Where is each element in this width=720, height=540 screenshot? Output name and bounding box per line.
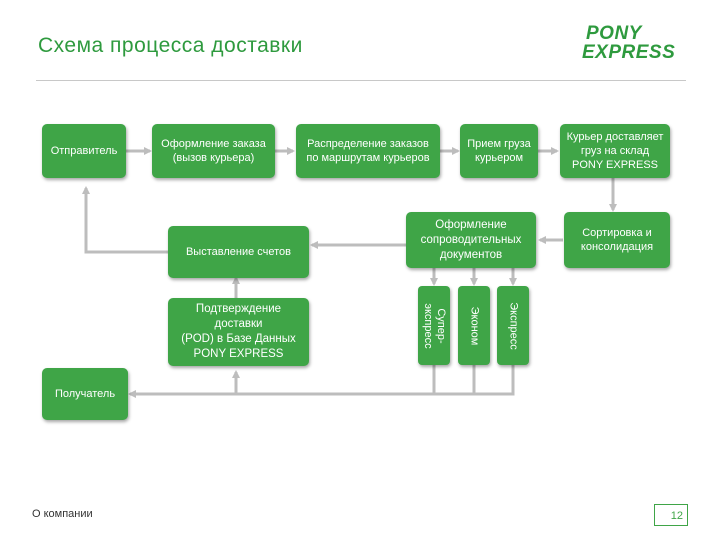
- step-documents: Оформление сопроводительных документов: [406, 212, 536, 268]
- arrow-express-to-recipient: [128, 365, 515, 398]
- step-to-warehouse: Курьер доставляет груз на склад PONY EXP…: [560, 124, 670, 178]
- step-distribution: Распределение заказов по маршрутам курье…: [296, 124, 440, 178]
- title-divider: [36, 80, 686, 81]
- step-invoicing: Выставление счетов: [168, 226, 309, 278]
- step-order: Оформление заказа (вызов курьера): [152, 124, 275, 178]
- slide-title: Схема процесса доставки: [38, 34, 303, 57]
- express-label: Экспресс: [507, 301, 520, 350]
- pony-express-logo: PONY EXPRESS: [582, 24, 692, 62]
- step-express: Экспресс: [497, 286, 529, 365]
- logo-line-2: EXPRESS: [582, 42, 676, 63]
- step-super-express: Супер- экспресс: [418, 286, 450, 365]
- super-express-label: Супер- экспресс: [422, 302, 447, 349]
- step-sorting: Сортировка и консолидация: [564, 212, 670, 268]
- logo-line-1: PONY: [586, 23, 642, 44]
- arrow-invoicing-to-sender: [82, 186, 168, 254]
- footer-about-company: О компании: [32, 508, 93, 520]
- economy-label: Эконом: [468, 306, 481, 345]
- step-pod: Подтверждение доставки (POD) в Базе Данн…: [168, 298, 309, 366]
- step-economy: Эконом: [458, 286, 490, 365]
- page-number: 12: [654, 504, 688, 526]
- step-pickup: Прием груза курьером: [460, 124, 538, 178]
- step-sender: Отправитель: [42, 124, 126, 178]
- step-recipient: Получатель: [42, 368, 128, 420]
